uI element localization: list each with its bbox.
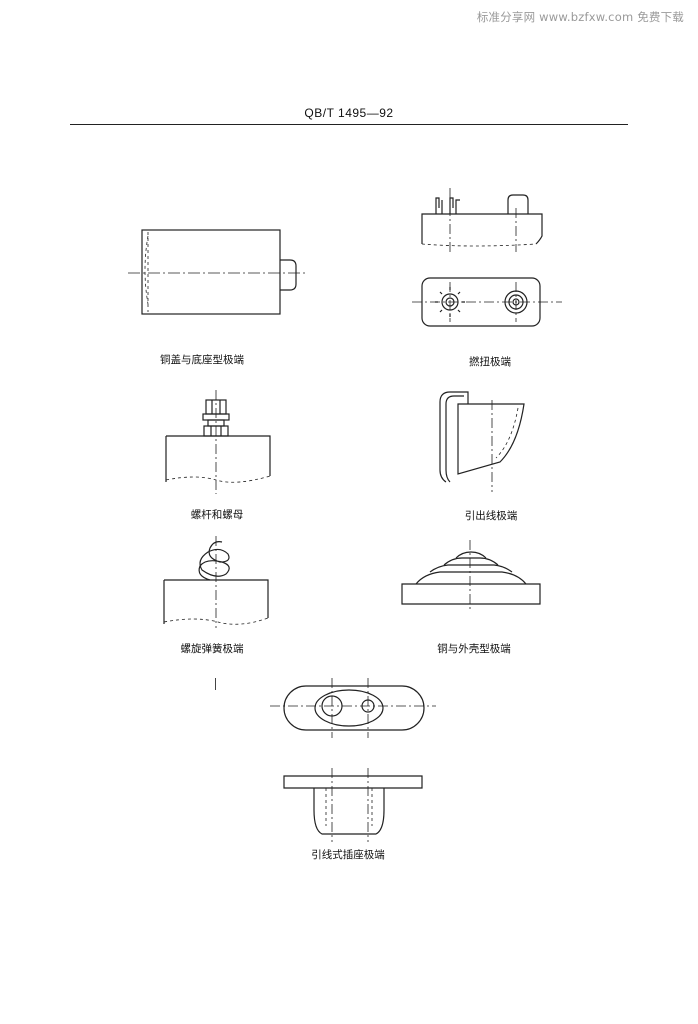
figure-caption-screw-nut: 螺杆和螺母 — [190, 509, 244, 521]
figure-spring-terminal — [163, 536, 269, 628]
figure-lead-wire-terminal — [439, 391, 525, 492]
figure-cap-base-terminal — [128, 229, 308, 315]
figure-screw-nut — [165, 390, 271, 494]
figure-lead-socket-terminal — [270, 678, 436, 842]
figure-caption-lead-wire: 引出线极端 — [464, 510, 518, 522]
header-rule — [70, 124, 628, 125]
figure-twisted-terminal — [412, 188, 562, 327]
stray-tick-mark — [215, 678, 216, 690]
figure-caption-twisted: 撚扭极端 — [469, 356, 511, 368]
watermark-text: 标准分享网 www.bzfxw.com 免费下载 — [476, 10, 684, 24]
figure-caption-lead-socket: 引线式插座极端 — [311, 849, 385, 861]
standard-number: QB/T 1495—92 — [304, 106, 394, 120]
figure-copper-shell-terminal — [401, 540, 541, 610]
figure-caption-spring: 螺旋弹簧极端 — [180, 643, 244, 655]
figure-caption-copper-shell: 铜与外壳型极端 — [437, 643, 511, 655]
figure-caption-cap-base: 铜盖与底座型极端 — [160, 354, 244, 366]
